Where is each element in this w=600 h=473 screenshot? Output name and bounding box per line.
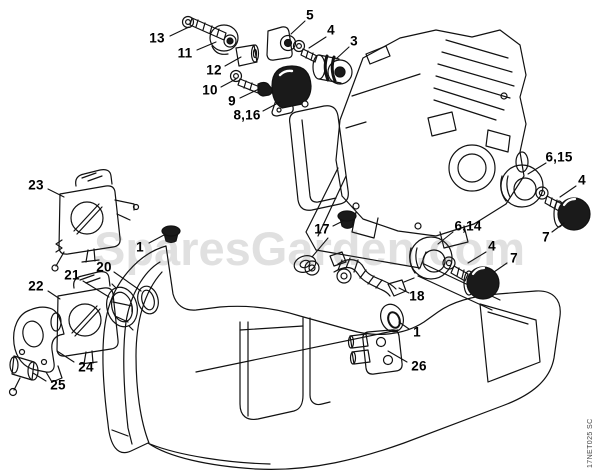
callout-25[interactable]: 25 <box>50 377 66 393</box>
callout-26[interactable]: 26 <box>411 358 427 374</box>
screw-4-top-drawing <box>292 39 318 63</box>
callout-6-14[interactable]: 6,14 <box>454 218 482 234</box>
cap-7-lower-drawing <box>463 266 500 300</box>
callout-4-lower-right[interactable]: 4 <box>488 238 496 254</box>
ring-grommet-left-drawing <box>293 255 317 273</box>
callout-6-15[interactable]: 6,15 <box>545 149 573 165</box>
callout-22[interactable]: 22 <box>28 278 44 294</box>
callout-5[interactable]: 5 <box>306 7 314 23</box>
plug-1-left-drawing <box>161 225 181 244</box>
callout-11[interactable]: 11 <box>177 45 193 61</box>
valve-25-drawing <box>8 355 39 397</box>
callout-7-lower[interactable]: 7 <box>510 250 518 266</box>
bracket-24-drawing <box>13 306 65 383</box>
connector-26-drawing <box>347 329 403 375</box>
callout-12[interactable]: 12 <box>206 62 222 78</box>
sleeve-12-drawing <box>235 44 260 67</box>
plug-17-drawing <box>337 210 357 229</box>
callout-4-upper-right[interactable]: 4 <box>578 172 586 188</box>
screw-4-upper-right-drawing <box>535 186 563 212</box>
callout-21[interactable]: 21 <box>64 267 80 283</box>
plug-9-drawing <box>257 81 273 97</box>
callout-8-16[interactable]: 8,16 <box>233 107 261 123</box>
callout-23[interactable]: 23 <box>28 177 44 193</box>
callout-4-top[interactable]: 4 <box>327 22 335 38</box>
grommet-5-drawing <box>266 26 297 61</box>
diagram-code-text: 17NET025 SC <box>587 418 594 468</box>
callout-1-left[interactable]: 1 <box>136 239 144 255</box>
gasket-21-drawing <box>106 283 138 331</box>
callout-20[interactable]: 20 <box>96 259 112 275</box>
grommet-11-drawing <box>209 24 239 55</box>
buffer-6-14-drawing <box>409 236 453 280</box>
screw-13-drawing <box>181 15 227 41</box>
buffer-8-16-drawing <box>271 65 312 117</box>
screw-10-drawing <box>229 69 261 94</box>
carburetor-23-drawing <box>51 169 140 272</box>
callout-10[interactable]: 10 <box>202 82 218 98</box>
cap-7-upper-drawing <box>553 197 591 231</box>
gasket-20-drawing <box>137 285 159 315</box>
hose-18-drawing <box>329 251 415 297</box>
buffer-3-drawing <box>312 54 353 85</box>
buffer-6-15-drawing <box>500 164 544 208</box>
leader-lines <box>32 20 577 382</box>
callout-17[interactable]: 17 <box>314 221 330 237</box>
callout-1-right[interactable]: 1 <box>413 324 421 340</box>
callout-24[interactable]: 24 <box>78 359 94 375</box>
callout-3[interactable]: 3 <box>350 33 358 49</box>
engine-crankcase-drawing <box>289 29 529 311</box>
callout-18[interactable]: 18 <box>409 288 425 304</box>
callout-7-upper[interactable]: 7 <box>542 229 550 245</box>
carburetor-22-drawing <box>50 271 133 365</box>
callout-13[interactable]: 13 <box>149 30 165 46</box>
callout-9[interactable]: 9 <box>228 93 236 109</box>
